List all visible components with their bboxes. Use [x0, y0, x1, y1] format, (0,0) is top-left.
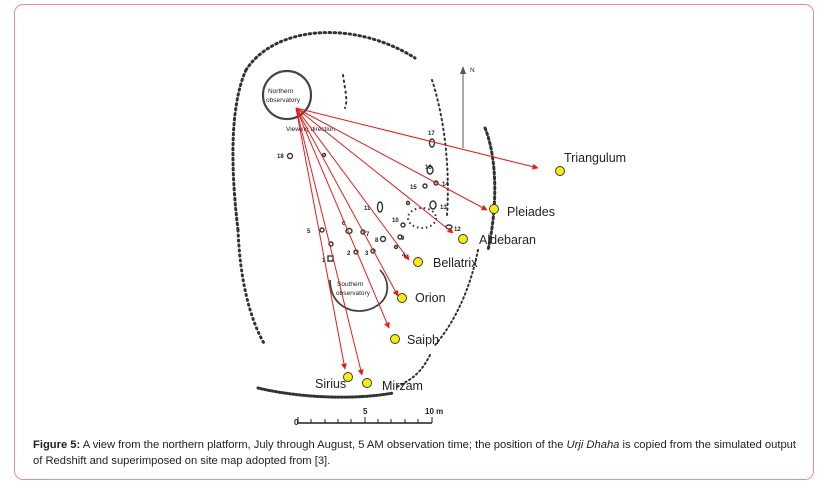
southern-observatory: Southern observatory [329, 269, 389, 312]
svg-text:observatory: observatory [266, 97, 301, 104]
label-aldebaran: Aldebaran [479, 233, 536, 247]
svg-text:8: 8 [375, 238, 379, 244]
arrow-triangulum [295, 107, 539, 170]
star-saiph [390, 334, 400, 344]
stones [286, 138, 453, 262]
arrow-bellatrix [295, 107, 410, 261]
northern-observatory-label: Northern [268, 88, 294, 95]
svg-text:10 m: 10 m [425, 407, 443, 416]
svg-text:5: 5 [363, 407, 368, 416]
viewing-arrows [295, 107, 539, 376]
star-triangulum [555, 166, 565, 176]
star-sirius [343, 372, 353, 382]
svg-text:6: 6 [342, 221, 346, 227]
svg-text:observatory: observatory [336, 290, 371, 297]
svg-text:1: 1 [322, 258, 326, 264]
label-saiph: Saiph [407, 333, 439, 347]
svg-text:10: 10 [392, 218, 399, 224]
star-bellatrix [413, 257, 423, 267]
stone-circle [407, 207, 437, 229]
svg-text:3: 3 [365, 251, 369, 257]
label-orion: Orion [415, 291, 446, 305]
northern-observatory: Northern observatory [261, 69, 313, 121]
svg-text:0: 0 [294, 418, 299, 427]
label-pleiades: Pleiades [507, 205, 555, 219]
figure-caption: Figure 5: A view from the northern platf… [33, 439, 797, 467]
svg-text:14: 14 [442, 182, 449, 188]
arrow-mirzam [295, 107, 364, 376]
svg-text:2: 2 [347, 251, 351, 257]
star-orion [397, 293, 407, 303]
star-mirzam [362, 378, 372, 388]
svg-text:11: 11 [364, 206, 371, 212]
arrow-sirius [295, 107, 347, 370]
arrow-orion [295, 107, 399, 297]
svg-text:16: 16 [425, 165, 432, 171]
star-markers [343, 166, 565, 388]
north-arrow-icon: N [460, 66, 475, 148]
star-aldebaran [458, 234, 468, 244]
svg-text:18: 18 [277, 154, 284, 160]
label-sirius: Sirius [315, 377, 346, 391]
svg-text:N: N [470, 67, 475, 74]
label-mirzam: Mirzam [382, 379, 423, 393]
southern-observatory-label: Southern [337, 281, 364, 288]
arrow-pleiades [295, 107, 488, 211]
viewing-direction-label: Viewing direction [286, 126, 335, 133]
star-labels: Triangulum Pleiades Aldebaran Bellatrix … [315, 151, 626, 393]
scale-bar: 0 5 10 m [294, 407, 443, 427]
label-triangulum: Triangulum [564, 151, 626, 165]
svg-text:5: 5 [307, 229, 311, 235]
label-bellatrix: Bellatrix [433, 256, 478, 270]
figure-frame [14, 4, 814, 480]
svg-text:7: 7 [366, 232, 370, 238]
stone-numbers: 1 2 3 4 5 6 7 8 9 10 11 12 13 14 15 16 1… [277, 131, 461, 264]
site-boundary [231, 31, 497, 399]
svg-text:13: 13 [440, 205, 447, 211]
star-pleiades [489, 204, 499, 214]
svg-text:17: 17 [428, 131, 435, 137]
svg-text:15: 15 [410, 185, 417, 191]
svg-text:12: 12 [454, 227, 461, 233]
arrow-aldebaran [295, 107, 454, 234]
svg-text:9: 9 [401, 236, 405, 242]
arrow-saiph [295, 107, 390, 329]
